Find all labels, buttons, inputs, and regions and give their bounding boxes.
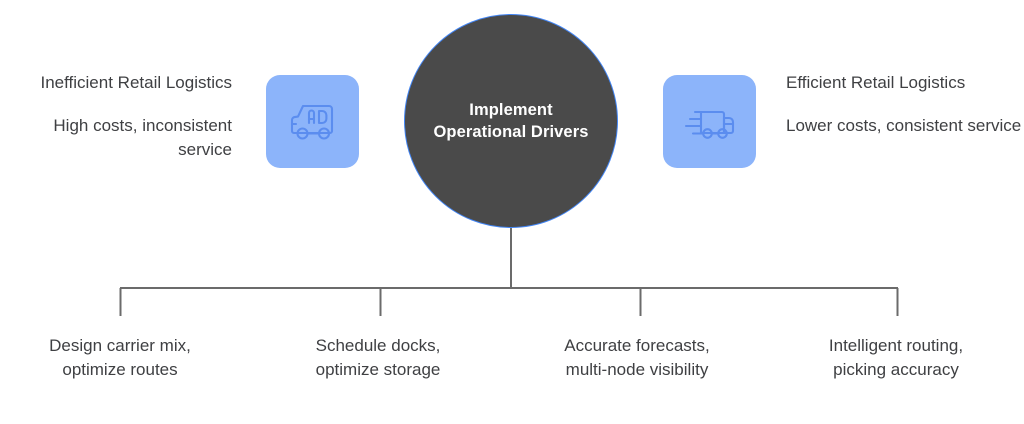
center-node-circle: Implement Operational Drivers (404, 14, 618, 228)
right-icon-tile (663, 75, 756, 168)
right-panel-text: Efficient Retail Logistics Lower costs, … (786, 71, 1024, 138)
right-panel-headline: Efficient Retail Logistics (786, 73, 966, 92)
delivery-van-ad-icon (284, 98, 342, 146)
left-icon-tile (266, 75, 359, 168)
branch-label-2: Accurate forecasts, multi-node visibilit… (564, 336, 710, 380)
left-panel-headline: Inefficient Retail Logistics (40, 73, 232, 92)
center-node-label: Implement Operational Drivers (433, 100, 589, 141)
left-panel-subtext: High costs, inconsistent service (53, 116, 232, 160)
branch-label-1: Schedule docks, optimize storage (315, 336, 441, 380)
branch-label-3: Intelligent routing, picking accuracy (828, 336, 964, 380)
fast-delivery-truck-icon (681, 98, 739, 146)
branch-label-0: Design carrier mix, optimize routes (49, 336, 191, 380)
left-panel-text: Inefficient Retail Logistics High costs,… (0, 71, 240, 162)
right-panel-subtext: Lower costs, consistent service (786, 116, 1022, 136)
